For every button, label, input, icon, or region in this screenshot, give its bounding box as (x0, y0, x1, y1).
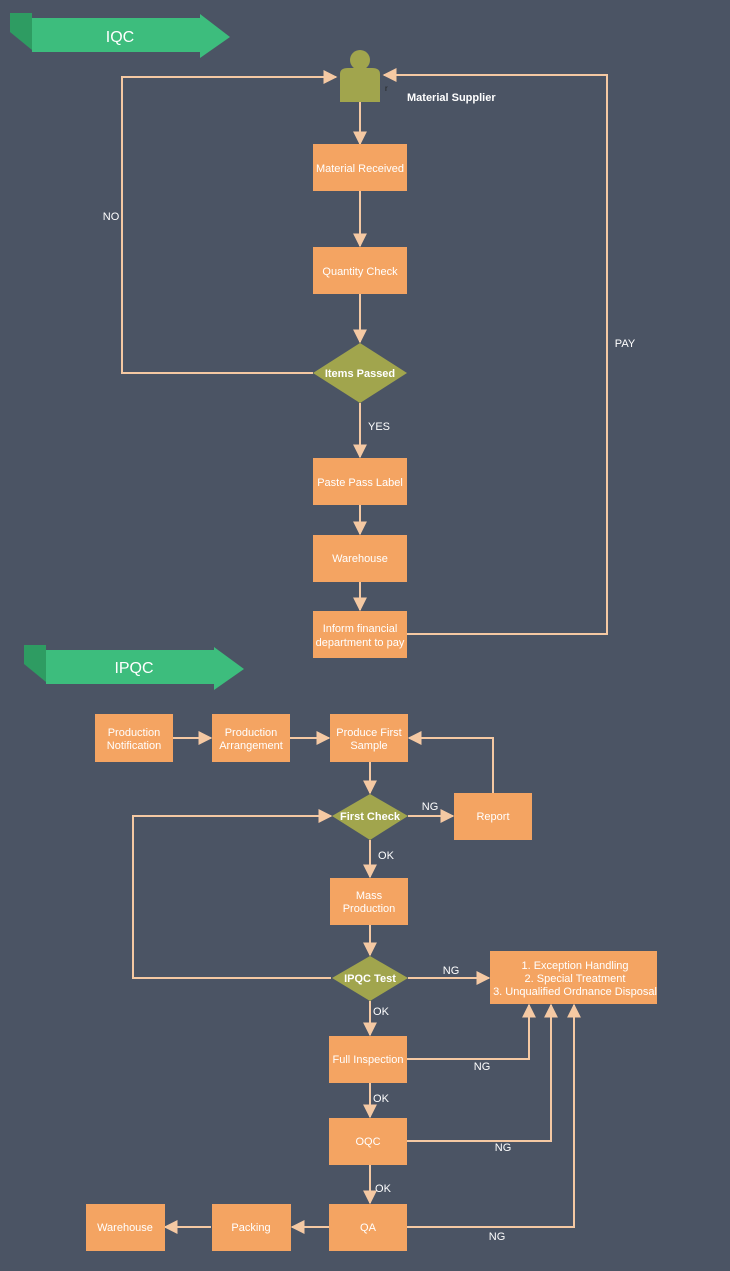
edge-full-inspection-ng (407, 1003, 536, 1060)
inform-financial-line1: Inform financial (323, 623, 398, 635)
iqc-warehouse-node: Warehouse (313, 535, 407, 582)
first-check-label: First Check (340, 811, 401, 823)
production-arrangement-line2: Arrangement (219, 740, 283, 752)
edge-label-full-inspection-ng: NG (474, 1061, 491, 1073)
exception-line2: 2. Special Treatment (525, 973, 626, 985)
material-received-label: Material Received (316, 163, 404, 175)
edge-oqc-ng (407, 1003, 558, 1142)
ipqc-test-decision: IPQC Test (332, 956, 408, 1001)
production-arrangement-node: Production Arrangement (212, 714, 290, 762)
ipqc-connectors (132, 731, 581, 1234)
iqc-banner-title: IQC (106, 29, 134, 46)
person-icon (340, 50, 380, 102)
report-label: Report (476, 811, 509, 823)
mass-production-line2: Production (343, 903, 396, 915)
edge-label-first-check-ng: NG (422, 801, 439, 813)
paste-pass-label-node: Paste Pass Label (313, 458, 407, 505)
production-notification-line2: Notification (107, 740, 161, 752)
edge-label-oqc-ok: OK (375, 1183, 392, 1195)
items-passed-label: Items Passed (325, 368, 395, 380)
edge-label-first-check-ok: OK (378, 850, 395, 862)
edge-label-ipqc-test-ng: NG (443, 965, 460, 977)
edge-label-full-inspection-ok: OK (373, 1093, 390, 1105)
material-supplier-node: r Material Supplier (340, 50, 496, 104)
material-supplier-label: Material Supplier (407, 92, 496, 104)
production-arrangement-line1: Production (225, 727, 278, 739)
edge-label-no: NO (103, 211, 120, 223)
production-notification-node: Production Notification (95, 714, 173, 762)
ipqc-banner-title: IPQC (114, 660, 153, 677)
items-passed-decision: Items Passed (313, 343, 407, 403)
edge-report-to-sample (407, 731, 494, 793)
production-notification-line1: Production (108, 727, 161, 739)
edge-label-pay: PAY (615, 338, 636, 350)
full-inspection-node: Full Inspection (329, 1036, 407, 1083)
first-check-decision: First Check (332, 794, 408, 840)
ipqc-warehouse-node: Warehouse (86, 1204, 165, 1251)
iqc-banner: IQC (10, 13, 230, 58)
ipqc-banner: IPQC (24, 645, 244, 690)
oqc-node: OQC (329, 1118, 407, 1165)
produce-first-sample-line2: Sample (350, 740, 387, 752)
edge-qa-ng (407, 1003, 581, 1228)
qa-node: QA (329, 1204, 407, 1251)
paste-pass-label-label: Paste Pass Label (317, 477, 403, 489)
full-inspection-label: Full Inspection (333, 1054, 404, 1066)
iqc-warehouse-label: Warehouse (332, 553, 388, 565)
mass-production-line1: Mass (356, 890, 383, 902)
mass-production-node: Mass Production (330, 878, 408, 925)
iqc-connectors (121, 68, 608, 635)
packing-node: Packing (212, 1204, 291, 1251)
quantity-check-label: Quantity Check (322, 266, 398, 278)
produce-first-sample-line1: Produce First (336, 727, 401, 739)
edge-no-loop (121, 70, 338, 374)
inform-financial-line2: department to pay (316, 637, 405, 649)
packing-label: Packing (231, 1222, 270, 1234)
edge-label-yes: YES (368, 421, 390, 433)
oqc-label: OQC (355, 1136, 380, 1148)
supplier-mark: r (385, 84, 388, 93)
produce-first-sample-node: Produce First Sample (330, 714, 408, 762)
inform-financial-node: Inform financial department to pay (313, 611, 407, 658)
edge-pay-loop (382, 68, 608, 635)
quantity-check-node: Quantity Check (313, 247, 407, 294)
ipqc-warehouse-label: Warehouse (97, 1222, 153, 1234)
exception-line1: 1. Exception Handling (521, 960, 628, 972)
exception-handling-node: 1. Exception Handling 2. Special Treatme… (490, 951, 657, 1004)
edge-ipqc-loop (132, 809, 333, 979)
report-node: Report (454, 793, 532, 840)
qa-label: QA (360, 1222, 377, 1234)
edge-label-ipqc-test-ok: OK (373, 1006, 390, 1018)
exception-line3: 3. Unqualified Ordnance Disposal (493, 986, 657, 998)
ipqc-test-label: IPQC Test (344, 973, 396, 985)
edge-label-qa-ng: NG (489, 1231, 506, 1243)
material-received-node: Material Received (313, 144, 407, 191)
edge-label-oqc-ng: NG (495, 1142, 512, 1154)
